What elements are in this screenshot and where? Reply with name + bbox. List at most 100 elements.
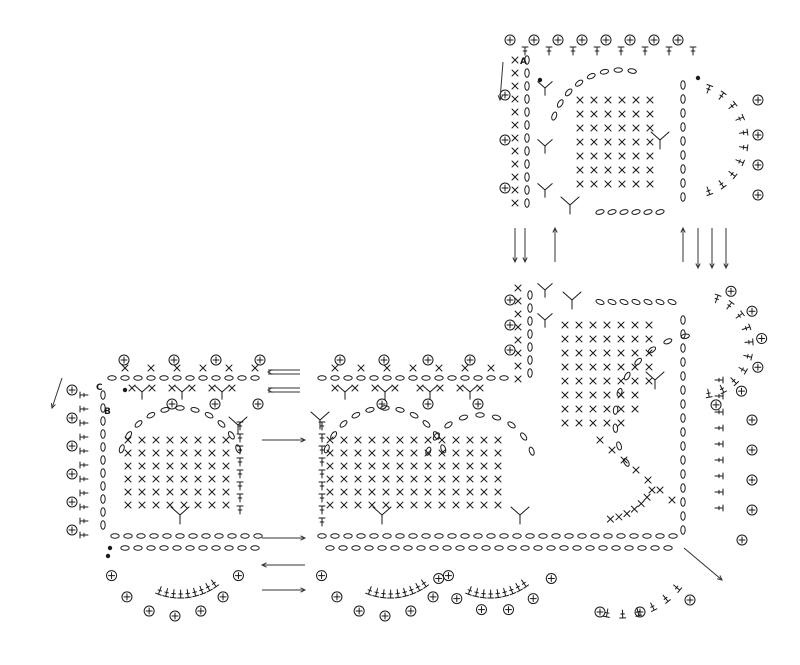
single-crochet-x (326, 449, 334, 457)
chain-oval (680, 94, 686, 104)
single-crochet-x (410, 488, 418, 496)
sc-stroke (416, 384, 424, 392)
picot-circle (735, 385, 747, 397)
chain-oval (356, 533, 366, 539)
single-crochet-x (152, 462, 160, 470)
arrow-head (266, 387, 273, 393)
picot-circle (752, 189, 764, 201)
double-crochet-t (662, 594, 671, 604)
single-crochet-x (603, 363, 611, 371)
single-crochet-x (371, 384, 379, 392)
chain-oval (619, 298, 629, 306)
sc-stroke (180, 501, 188, 509)
sc-stroke (561, 335, 569, 343)
dc-bar (663, 596, 668, 600)
sc-stroke (648, 486, 656, 494)
chain-oval (564, 533, 574, 539)
sc-stroke (589, 419, 597, 427)
sc-stroke (603, 419, 611, 427)
dc-bar (719, 94, 724, 98)
chain-oval (442, 545, 452, 551)
direction-arrow (695, 228, 701, 270)
sc-stroke (438, 488, 446, 496)
double-crochet-t (673, 584, 683, 593)
sc-stroke (646, 124, 654, 132)
arrow-head (50, 402, 56, 410)
cluster-leg (462, 385, 471, 393)
sc-stroke (138, 462, 146, 470)
sc-stroke (166, 449, 174, 457)
single-crochet-x (617, 405, 625, 413)
picot-circle (118, 354, 130, 366)
sc-stroke (632, 110, 640, 118)
sc-stroke (194, 501, 202, 509)
picot-ring (422, 398, 434, 410)
chain-oval (680, 357, 686, 367)
sc-stroke (166, 501, 174, 509)
sc-stroke (340, 475, 348, 483)
dc-top (372, 595, 380, 598)
sc-stroke (575, 377, 583, 385)
chain-oval (663, 545, 673, 551)
sc-stroke (424, 436, 432, 444)
single-crochet-x (561, 377, 569, 385)
cluster-leg (372, 506, 383, 516)
sc-stroke (480, 436, 488, 444)
sc-stroke (603, 391, 611, 399)
dc-top (603, 615, 610, 618)
single-crochet-x (396, 501, 404, 509)
picot-circle (232, 570, 244, 582)
bead-dot (537, 77, 543, 83)
chain-oval (564, 88, 573, 97)
double-crochet-t (177, 589, 185, 599)
single-crochet-x (617, 349, 625, 357)
sc-stroke (340, 449, 348, 457)
chain-oval (524, 133, 530, 143)
single-crochet-x (487, 364, 495, 372)
single-crochet-x (194, 501, 202, 509)
dc-bar (706, 189, 711, 192)
sc-stroke (383, 364, 391, 372)
chain-oval (185, 545, 195, 551)
cluster-leg (179, 506, 190, 516)
single-crochet-x (438, 449, 446, 457)
sc-stroke (438, 436, 446, 444)
double-crochet-t (162, 588, 170, 598)
single-crochet-x (604, 152, 612, 160)
chain-oval (527, 355, 533, 365)
single-crochet-x (603, 335, 611, 343)
arrow-head (497, 95, 503, 102)
chain-oval (577, 533, 587, 539)
arrow-head (695, 263, 701, 270)
cluster-leg (469, 385, 478, 393)
dc-bar (741, 367, 744, 372)
sc-stroke (340, 488, 348, 496)
single-crochet-x (166, 475, 174, 483)
cluster-leg (544, 81, 553, 89)
picot-circle (168, 354, 180, 366)
sc-stroke (631, 335, 639, 343)
chain-oval (317, 375, 327, 381)
picot-circle (334, 354, 346, 366)
sc-stroke (514, 375, 522, 383)
chain-oval (527, 316, 533, 326)
double-crochet-t (718, 90, 727, 100)
arrow-head (300, 437, 307, 443)
double-crochet-t (79, 461, 89, 469)
arrow-shaft (499, 61, 504, 101)
sc-stroke (603, 363, 611, 371)
chain-oval (421, 375, 431, 381)
double-crochet-t (689, 46, 697, 56)
sc-stroke (194, 449, 202, 457)
picot-circle (499, 182, 511, 194)
picot-circle (66, 384, 78, 396)
dc-top (494, 596, 502, 599)
sc-stroke (604, 152, 612, 160)
sc-stroke (180, 475, 188, 483)
chain-oval (551, 533, 561, 539)
picot-ring (504, 319, 516, 331)
double-crochet-t (79, 475, 89, 483)
chain-oval (527, 368, 533, 378)
chain-oval (382, 533, 392, 539)
